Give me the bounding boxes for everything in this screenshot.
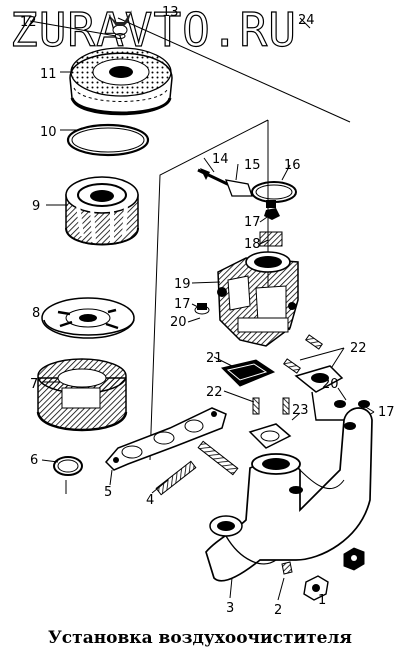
flange-gasket-part (248, 423, 292, 449)
label-22-left: 22 (206, 385, 223, 400)
carburetor-part (217, 251, 299, 347)
intake-manifold-part (205, 365, 373, 582)
label-20-left: 20 (170, 315, 187, 330)
label-19: 19 (174, 277, 191, 292)
nut-spacer-part (259, 208, 283, 247)
label-15: 15 (244, 158, 261, 173)
label-14: 14 (212, 152, 229, 167)
intake-gasket-part (104, 407, 227, 471)
label-17-right: 17 (378, 405, 395, 420)
label-17-top: 17 (244, 215, 261, 230)
label-12: 12 (20, 15, 37, 30)
label-13: 13 (162, 5, 179, 20)
watermark-text: ZURAVTO.RU (10, 3, 297, 57)
label-18: 18 (244, 237, 261, 252)
label-3: 3 (226, 601, 234, 616)
wing-nut-part (108, 10, 132, 39)
label-22-right: 22 (350, 341, 367, 356)
gasket-ring-part (66, 123, 150, 157)
filter-element-part (65, 176, 139, 246)
filter-plate-part (41, 297, 135, 339)
label-4: 4 (146, 493, 154, 508)
plug-and-nuts-part (281, 547, 365, 601)
label-9: 9 (32, 199, 40, 214)
diagram-caption: Установка воздухоочистителя (48, 628, 352, 648)
studs-right-part (252, 334, 323, 415)
label-20-right: 20 (322, 377, 339, 392)
label-17-left: 17 (174, 297, 191, 312)
label-6: 6 (30, 453, 38, 468)
label-5: 5 (104, 485, 112, 500)
label-8: 8 (32, 306, 40, 321)
label-23: 23 (292, 403, 309, 418)
label-10: 10 (40, 125, 57, 140)
filter-cover-part (69, 47, 173, 116)
small-ring-part (53, 456, 83, 476)
label-7: 7 (30, 377, 38, 392)
label-2: 2 (274, 603, 282, 618)
label-1: 1 (318, 593, 326, 608)
carb-gasket-part (221, 359, 276, 387)
part-labels: 12 13 24 11 10 9 8 7 6 5 4 3 2 1 14 15 1… (20, 5, 395, 618)
filter-housing-part (36, 358, 128, 432)
stud-bolts-part (155, 440, 239, 496)
nut-washer-left-part (194, 303, 210, 315)
label-11: 11 (40, 67, 57, 82)
bracket-bolt-clamp-part (197, 168, 297, 208)
label-16: 16 (284, 158, 301, 173)
label-21: 21 (206, 351, 223, 366)
label-24: 24 (298, 13, 315, 28)
